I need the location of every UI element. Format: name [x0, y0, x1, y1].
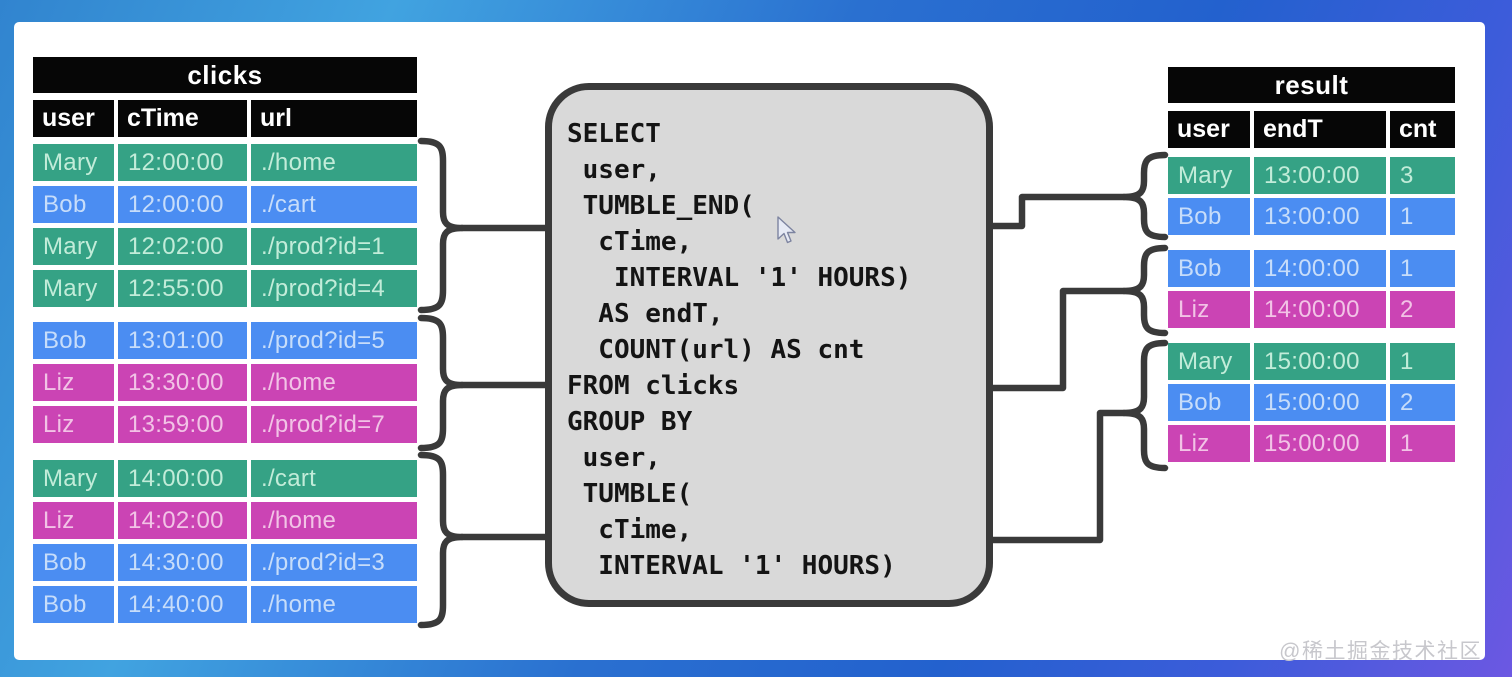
table-row: Bob 13:00:00 1 — [1168, 198, 1455, 235]
cell-endt: 15:00:00 — [1254, 384, 1386, 421]
cell-endt: 13:00:00 — [1254, 198, 1386, 235]
cell-ctime: 13:30:00 — [118, 364, 247, 401]
cell-user: Bob — [33, 322, 114, 359]
cell-ctime: 13:59:00 — [118, 406, 247, 443]
cell-cnt: 1 — [1390, 343, 1455, 380]
mouse-pointer-icon — [777, 216, 796, 244]
cell-cnt: 1 — [1390, 425, 1455, 462]
cell-cnt: 1 — [1390, 198, 1455, 235]
cell-ctime: 12:55:00 — [118, 270, 247, 307]
clicks-table-title: clicks — [33, 57, 417, 93]
cell-user: Liz — [33, 364, 114, 401]
cell-ctime: 12:00:00 — [118, 186, 247, 223]
table-row: Liz 13:59:00 ./prod?id=7 — [33, 406, 417, 443]
cell-user: Bob — [1168, 384, 1250, 421]
table-row: Bob 13:01:00 ./prod?id=5 — [33, 322, 417, 359]
table-row: Liz 15:00:00 1 — [1168, 425, 1455, 462]
cell-user: Mary — [33, 270, 114, 307]
cell-user: Mary — [1168, 157, 1250, 194]
cell-url: ./cart — [251, 186, 417, 223]
cell-url: ./prod?id=4 — [251, 270, 417, 307]
cell-user: Liz — [1168, 291, 1250, 328]
cell-user: Bob — [33, 186, 114, 223]
cell-user: Bob — [1168, 250, 1250, 287]
cell-endt: 15:00:00 — [1254, 425, 1386, 462]
table-row: Liz 13:30:00 ./home — [33, 364, 417, 401]
cell-url: ./home — [251, 364, 417, 401]
cell-endt: 14:00:00 — [1254, 250, 1386, 287]
table-row: Bob 14:00:00 1 — [1168, 250, 1455, 287]
cell-ctime: 13:01:00 — [118, 322, 247, 359]
cell-url: ./prod?id=3 — [251, 544, 417, 581]
cell-user: Mary — [1168, 343, 1250, 380]
result-table-header: user endT cnt — [1168, 111, 1455, 148]
sql-code: SELECT user, TUMBLE_END( cTime, INTERVAL… — [567, 119, 912, 581]
sql-query-box: SELECT user, TUMBLE_END( cTime, INTERVAL… — [545, 83, 993, 607]
cell-url: ./home — [251, 586, 417, 623]
column-header-endt: endT — [1254, 111, 1386, 148]
result-table: result user endT cnt Mary 13:00:00 3 Bob… — [1168, 67, 1455, 462]
column-header-url: url — [251, 100, 417, 137]
cell-user: Bob — [1168, 198, 1250, 235]
cell-ctime: 14:30:00 — [118, 544, 247, 581]
table-row: Bob 14:30:00 ./prod?id=3 — [33, 544, 417, 581]
cell-endt: 15:00:00 — [1254, 343, 1386, 380]
cell-user: Liz — [33, 406, 114, 443]
cell-ctime: 12:02:00 — [118, 228, 247, 265]
clicks-table: clicks user cTime url Mary 12:00:00 ./ho… — [33, 57, 417, 623]
cell-endt: 14:00:00 — [1254, 291, 1386, 328]
cell-url: ./home — [251, 502, 417, 539]
cell-user: Mary — [33, 144, 114, 181]
table-row: Liz 14:02:00 ./home — [33, 502, 417, 539]
column-header-user: user — [1168, 111, 1250, 148]
table-row: Mary 12:00:00 ./home — [33, 144, 417, 181]
table-row: Bob 14:40:00 ./home — [33, 586, 417, 623]
cell-cnt: 1 — [1390, 250, 1455, 287]
cell-user: Liz — [33, 502, 114, 539]
table-row: Mary 12:02:00 ./prod?id=1 — [33, 228, 417, 265]
cell-user: Mary — [33, 228, 114, 265]
cell-user: Bob — [33, 544, 114, 581]
table-row: Bob 12:00:00 ./cart — [33, 186, 417, 223]
watermark: @稀土掘金技术社区 — [1279, 640, 1482, 663]
table-row: Bob 15:00:00 2 — [1168, 384, 1455, 421]
table-row: Mary 13:00:00 3 — [1168, 157, 1455, 194]
column-header-ctime: cTime — [118, 100, 247, 137]
cell-user: Bob — [33, 586, 114, 623]
cell-endt: 13:00:00 — [1254, 157, 1386, 194]
cell-ctime: 14:40:00 — [118, 586, 247, 623]
cell-url: ./prod?id=5 — [251, 322, 417, 359]
cell-url: ./cart — [251, 460, 417, 497]
cell-ctime: 14:00:00 — [118, 460, 247, 497]
cell-user: Liz — [1168, 425, 1250, 462]
table-row: Liz 14:00:00 2 — [1168, 291, 1455, 328]
cell-url: ./home — [251, 144, 417, 181]
table-row: Mary 14:00:00 ./cart — [33, 460, 417, 497]
result-table-title: result — [1168, 67, 1455, 103]
cell-ctime: 12:00:00 — [118, 144, 247, 181]
table-row: Mary 12:55:00 ./prod?id=4 — [33, 270, 417, 307]
column-header-user: user — [33, 100, 114, 137]
cell-ctime: 14:02:00 — [118, 502, 247, 539]
column-header-cnt: cnt — [1390, 111, 1455, 148]
clicks-table-header: user cTime url — [33, 100, 417, 137]
cell-url: ./prod?id=7 — [251, 406, 417, 443]
cell-cnt: 3 — [1390, 157, 1455, 194]
cell-cnt: 2 — [1390, 291, 1455, 328]
table-row: Mary 15:00:00 1 — [1168, 343, 1455, 380]
cell-user: Mary — [33, 460, 114, 497]
cell-url: ./prod?id=1 — [251, 228, 417, 265]
cell-cnt: 2 — [1390, 384, 1455, 421]
